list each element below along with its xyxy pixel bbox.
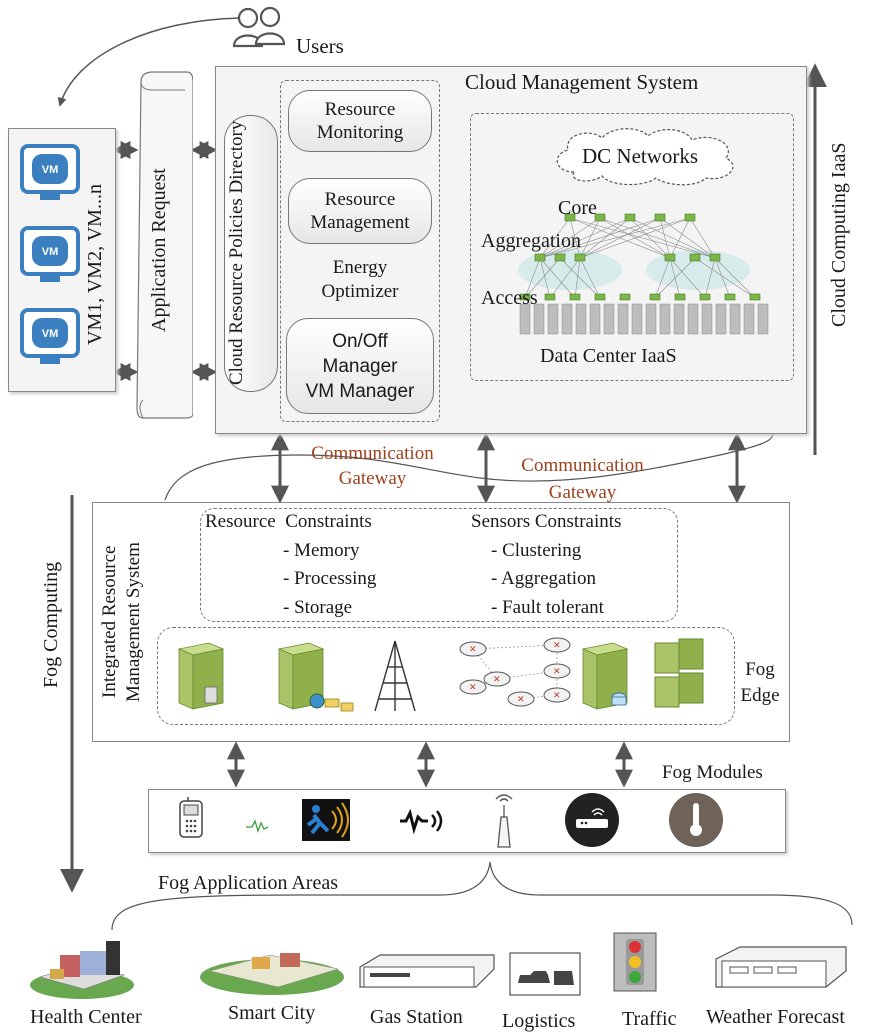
city-icon xyxy=(200,953,344,995)
vm-icon-3: VM xyxy=(20,308,80,364)
resource-constraints-title: Resource Constraints xyxy=(205,511,372,532)
gateway-left-line2: Gateway xyxy=(338,468,407,489)
resource-management-pill: Resource Management xyxy=(288,178,432,244)
area-label-health: Health Center xyxy=(30,1006,142,1028)
fog-edge-label: Fog Edge xyxy=(740,657,780,709)
thermometer-icon xyxy=(669,793,723,847)
gateway-right-label: Communication Gateway xyxy=(500,452,665,506)
irms-line2: Management System xyxy=(123,542,144,702)
policies-label: Cloud Resource Policies Directory xyxy=(226,120,247,386)
users-to-vm-arrow xyxy=(57,17,241,107)
svg-text:VM: VM xyxy=(42,328,59,340)
data-center-label: Data Center IaaS xyxy=(540,345,677,367)
motion-sensor-icon xyxy=(302,799,350,841)
signal-wave-icon xyxy=(246,819,269,834)
fog-computing-label: Fog Computing xyxy=(40,561,62,689)
area-label-weather: Weather Forecast xyxy=(706,1006,845,1028)
phone-icon xyxy=(179,797,203,838)
svg-text:✕: ✕ xyxy=(553,640,561,650)
core-label: Core xyxy=(558,197,597,219)
resource-monitoring-pill: Resource Monitoring xyxy=(288,90,432,152)
svg-text:✕: ✕ xyxy=(493,674,501,684)
svg-text:✕: ✕ xyxy=(469,682,477,692)
application-request-scroll xyxy=(135,70,193,420)
sensor-item-2: - Aggregation xyxy=(491,568,597,589)
application-request-label: Application Request xyxy=(148,168,170,332)
energy-optimizer-label: Energy Optimizer xyxy=(321,257,399,302)
fog-module-icons xyxy=(148,789,784,851)
traffic-light-icon xyxy=(613,932,657,992)
cms-title: Cloud Management System xyxy=(465,70,699,94)
svg-text:✕: ✕ xyxy=(553,690,561,700)
dc-topology xyxy=(470,196,792,346)
resource-item-2: - Processing xyxy=(283,568,377,589)
fog-modules-label: Fog Modules xyxy=(662,762,763,783)
weather-station-icon xyxy=(715,946,847,988)
vm-icon-1: VM xyxy=(20,144,80,200)
server-icon-3 xyxy=(581,642,629,710)
access-label: Access xyxy=(481,287,538,309)
sensor-item-3: - Fault tolerant xyxy=(491,597,604,618)
area-label-logistics: Logistics xyxy=(502,1010,576,1032)
aggregation-label: Aggregation xyxy=(481,230,581,252)
data-center-area xyxy=(470,113,794,381)
fog-edge-devices: ✕ ✕ ✕ ✕ ✕ ✕ ✕ xyxy=(157,627,733,723)
resource-item-1: - Memory xyxy=(283,540,360,561)
sensor-constraints-title: Sensors Constraints xyxy=(471,511,622,532)
cloud-iaas-label: Cloud Computing IaaS xyxy=(828,142,850,328)
application-brace xyxy=(111,861,853,931)
gateway-wave xyxy=(164,429,773,501)
wifi-router-icon xyxy=(565,793,619,847)
svg-text:VM: VM xyxy=(42,164,59,176)
resource-item-3: - Storage xyxy=(283,597,353,618)
hospital-icon xyxy=(30,941,134,999)
vm-list-label: VM1, VM2, VM...n xyxy=(84,184,106,346)
server-rack-icon xyxy=(654,638,704,708)
server-icon-2 xyxy=(277,642,354,712)
irms-line1: Integrated Resource xyxy=(99,545,120,699)
area-label-traffic: Traffic xyxy=(622,1008,677,1030)
irms-label: Integrated Resource Management System xyxy=(98,512,146,732)
gateway-left-line1: Communication xyxy=(311,443,434,464)
svg-text:✕: ✕ xyxy=(553,666,561,676)
constraints-box xyxy=(200,508,678,622)
svg-text:VM: VM xyxy=(42,246,59,258)
vm-icon-2: VM xyxy=(20,226,80,282)
area-label-smart-city: Smart City xyxy=(228,1002,316,1024)
policies-pill xyxy=(224,115,278,392)
vm-manager-label: VM Manager xyxy=(305,380,415,402)
gateway-left-label: Communication Gateway xyxy=(290,441,455,491)
server-icon-1 xyxy=(177,642,225,710)
antenna-icon xyxy=(495,794,513,848)
application-area-icons xyxy=(20,925,870,1010)
fog-edge-box xyxy=(157,627,735,725)
gas-station-icon xyxy=(359,954,495,988)
gateway-right-line2: Gateway xyxy=(548,482,617,503)
logistics-icon xyxy=(509,952,581,996)
area-label-gas-station: Gas Station xyxy=(370,1006,463,1028)
dc-networks-cloud xyxy=(546,124,746,188)
onoff-manager-label: On/Off Manager xyxy=(322,330,398,377)
application-areas-label: Fog Application Areas xyxy=(158,872,338,894)
sensor-item-1: - Clustering xyxy=(491,540,582,561)
onoff-manager-pill: On/Off Manager VM Manager xyxy=(286,318,434,414)
svg-text:✕: ✕ xyxy=(517,694,525,704)
users-icon xyxy=(230,4,292,48)
dc-networks-label: DC Networks xyxy=(582,144,699,168)
wireless-sensor-icon xyxy=(400,808,443,835)
tower-icon xyxy=(374,640,416,712)
fog-edge-line1: Fog xyxy=(745,659,775,680)
gateway-right-line1: Communication xyxy=(521,455,644,476)
energy-optimizer-group xyxy=(280,80,440,422)
fog-edge-line2: Edge xyxy=(740,685,780,706)
vm-stack: VM VM VM xyxy=(18,140,82,380)
svg-text:✕: ✕ xyxy=(469,644,477,654)
users-label: Users xyxy=(296,34,344,58)
